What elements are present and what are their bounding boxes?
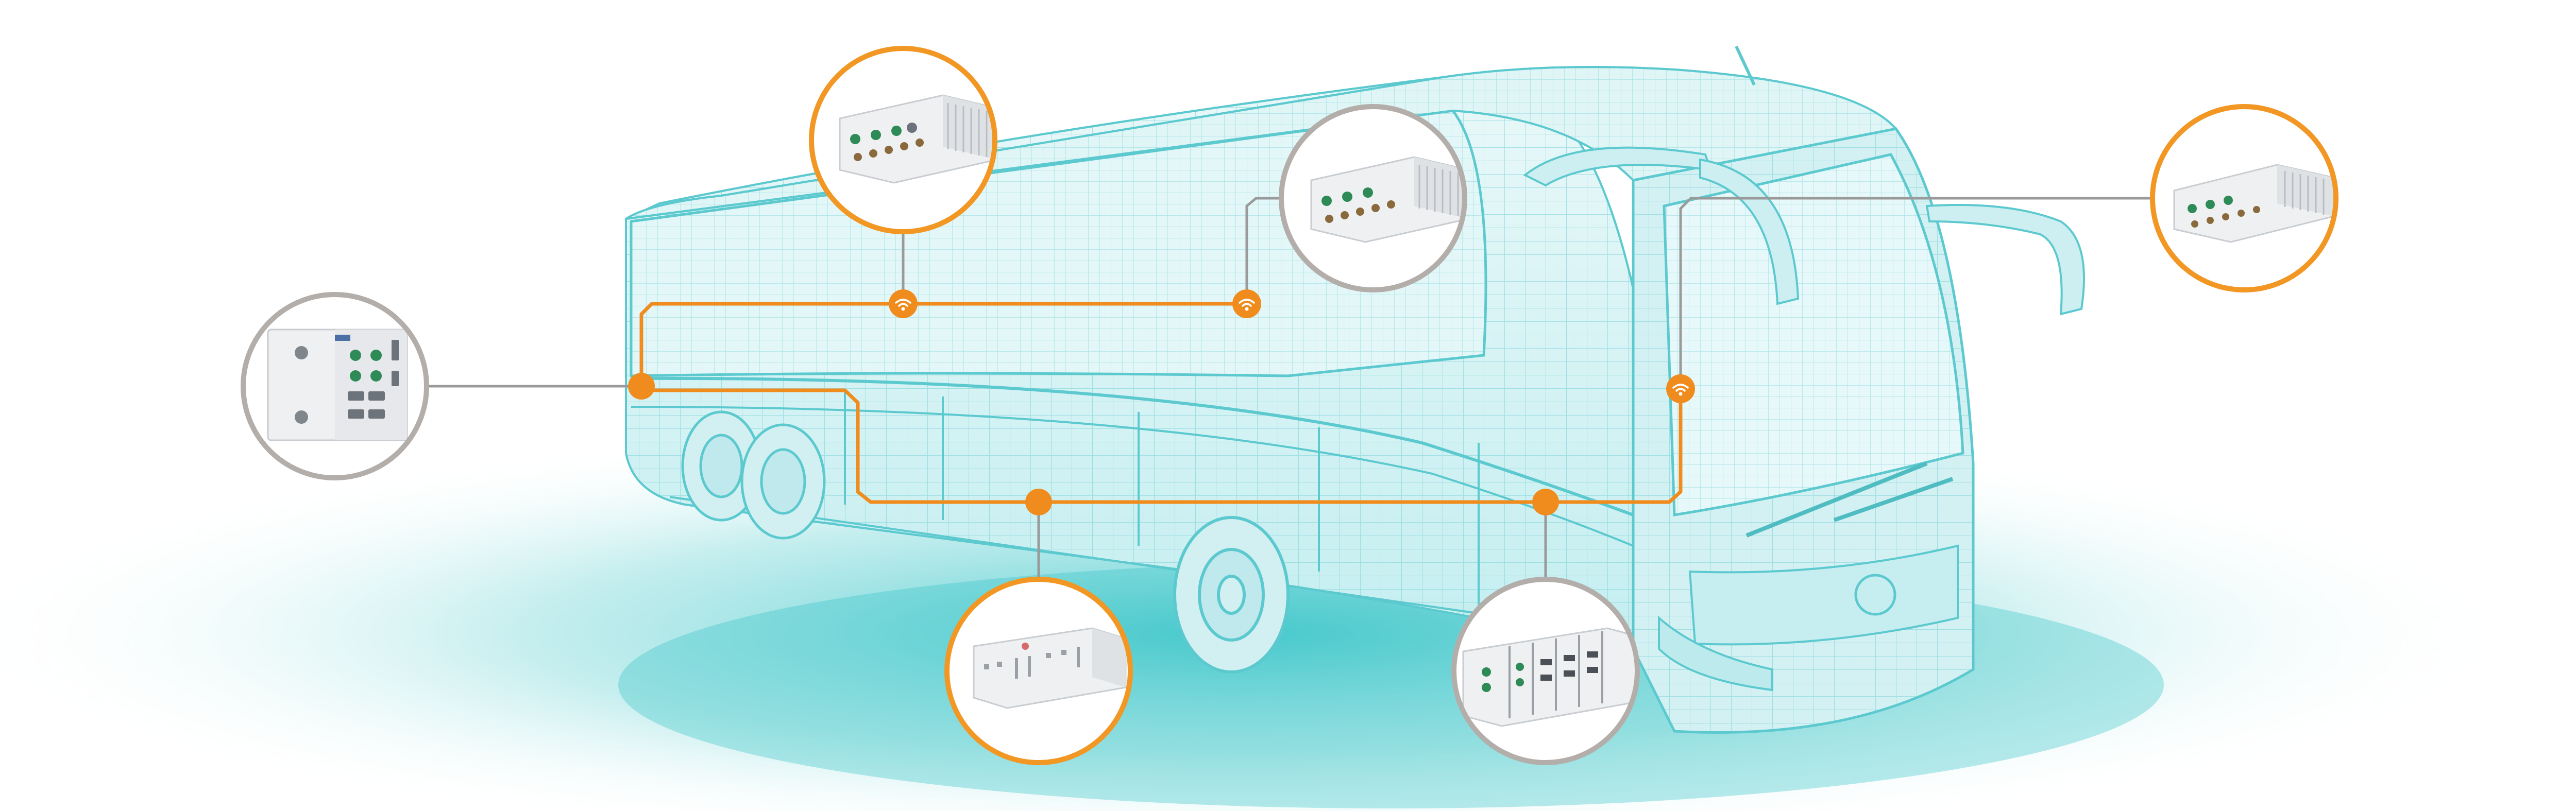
- fanless-computer-box-icon: [839, 94, 995, 184]
- bus-front-wheel: [1173, 516, 1290, 674]
- device-callout-roof-front[interactable]: [1279, 104, 1468, 292]
- device-callout-windshield[interactable]: [2150, 104, 2338, 292]
- network-node-rear: [628, 373, 655, 400]
- device-callout-luggage-bay[interactable]: [944, 577, 1133, 765]
- floor-bus-line: [639, 386, 1683, 504]
- device-callout-rear[interactable]: [241, 292, 429, 480]
- bus-rear-wheel-1: [681, 410, 761, 522]
- fanless-computer-box-icon: [1310, 156, 1465, 243]
- fanless-computer-box-icon: [2173, 164, 2335, 243]
- network-nodes: [628, 373, 1559, 515]
- network-node-front: [1532, 489, 1559, 515]
- bus-mirror-right: [1925, 204, 2085, 316]
- wifi-icon: [1666, 374, 1695, 403]
- roof-bus-line: [639, 302, 1247, 386]
- rugged-chassis-icon: [973, 627, 1127, 709]
- bus-rear-wheel-2: [740, 423, 826, 540]
- device-callout-front-bay[interactable]: [1451, 577, 1646, 765]
- embedded-computer-panel-icon: [267, 329, 408, 441]
- network-node-bay: [1025, 489, 1052, 515]
- device-callout-roof-rear[interactable]: [809, 46, 997, 234]
- network-lines: [639, 302, 1683, 504]
- wifi-icon: [889, 289, 918, 318]
- wifi-icon: [1232, 289, 1261, 318]
- bus-grille: [1688, 544, 1959, 646]
